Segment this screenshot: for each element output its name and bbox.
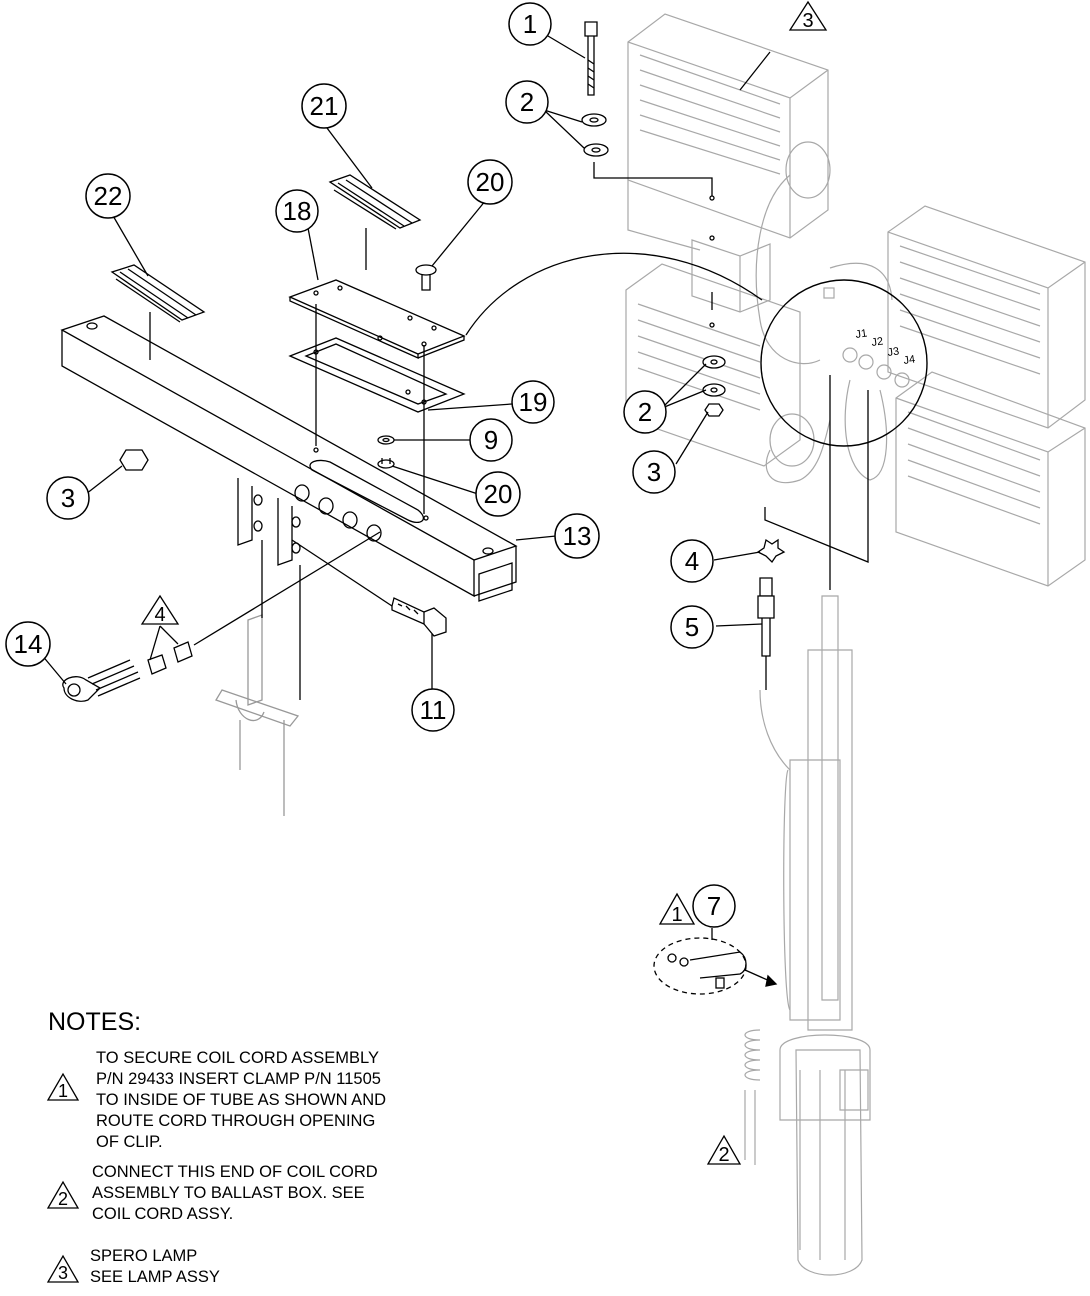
svg-text:4: 4 [685,546,699,576]
balloon-20-upper: 20 [467,159,513,205]
svg-text:3: 3 [58,1263,68,1283]
svg-text:19: 19 [519,387,548,417]
svg-text:18: 18 [283,196,312,226]
svg-text:22: 22 [94,181,123,211]
svg-text:2: 2 [520,87,534,117]
note-flag-3: 3 [46,1254,80,1283]
balloon-4: 4 [670,539,714,583]
note-flags: 3 4 1 2 [140,0,828,1166]
svg-text:20: 20 [484,479,513,509]
svg-text:1: 1 [58,1081,68,1101]
lamp-hardware [465,21,928,995]
svg-text:1: 1 [523,9,537,39]
balloon-20-lower: 20 [475,471,521,517]
flag-3-top: 3 [788,0,828,32]
svg-text:2: 2 [718,1144,729,1166]
note-flag-1: 1 [46,1072,80,1101]
note-2: 2 CONNECT THIS END OF COIL CORD ASSEMBLY… [46,1162,446,1232]
svg-text:2: 2 [638,397,652,427]
balloon-1: 1 [508,2,552,46]
svg-text:7: 7 [707,891,721,921]
svg-text:21: 21 [310,91,339,121]
balloon-7: 7 [692,884,736,928]
svg-text:11: 11 [420,695,447,725]
note-3: 3 SPERO LAMP SEE LAMP ASSY [46,1246,446,1292]
svg-text:14: 14 [14,629,43,659]
balloon-21: 21 [301,83,347,129]
crossbar-assembly [60,174,518,816]
flag-1: 1 [658,892,696,926]
svg-text:J4: J4 [903,353,916,367]
svg-text:J1: J1 [855,327,868,341]
balloon-13: 13 [554,513,600,559]
balloon-3-left: 3 [46,476,90,520]
svg-text:J2: J2 [871,335,884,349]
svg-text:3: 3 [802,10,813,32]
note-1: 1 TO SECURE COIL CORD ASSEMBLY P/N 29433… [46,1048,446,1158]
balloon-5: 5 [670,605,714,649]
balloon-3-right: 3 [632,450,676,494]
leader-lines [35,35,771,940]
balloon-11: 11 [411,688,455,732]
balloon-2-lower: 2 [623,390,667,434]
svg-text:4: 4 [154,604,165,626]
balloon-19: 19 [511,380,555,424]
svg-text:1: 1 [671,904,682,926]
jack-labels: J1 J2 J3 J4 [855,327,916,367]
callout-balloons: 1 2 21 20 22 18 19 9 20 2 3 3 13 4 5 14 … [5,2,736,928]
balloon-2-upper: 2 [505,80,549,124]
balloon-22: 22 [85,173,131,219]
note-flag-2: 2 [46,1180,80,1209]
svg-text:5: 5 [685,612,699,642]
flag-4: 4 [140,594,180,626]
note-text-3: SPERO LAMP SEE LAMP ASSY [90,1247,220,1286]
balloon-14: 14 [5,621,51,667]
svg-text:9: 9 [484,425,498,455]
svg-text:3: 3 [61,483,75,513]
flag-2: 2 [706,1134,742,1166]
note-text-2: CONNECT THIS END OF COIL CORD ASSEMBLY T… [92,1163,378,1223]
svg-text:J3: J3 [887,345,900,359]
balloon-18: 18 [275,189,319,233]
svg-text:3: 3 [647,457,661,487]
notes-title: NOTES: [48,1008,142,1036]
balloon-9: 9 [469,418,513,462]
svg-text:13: 13 [563,521,592,551]
svg-text:20: 20 [476,167,505,197]
lamp-assembly [625,13,1086,1276]
note-text-1: TO SECURE COIL CORD ASSEMBLY P/N 29433 I… [96,1049,387,1151]
svg-text:2: 2 [58,1189,68,1209]
